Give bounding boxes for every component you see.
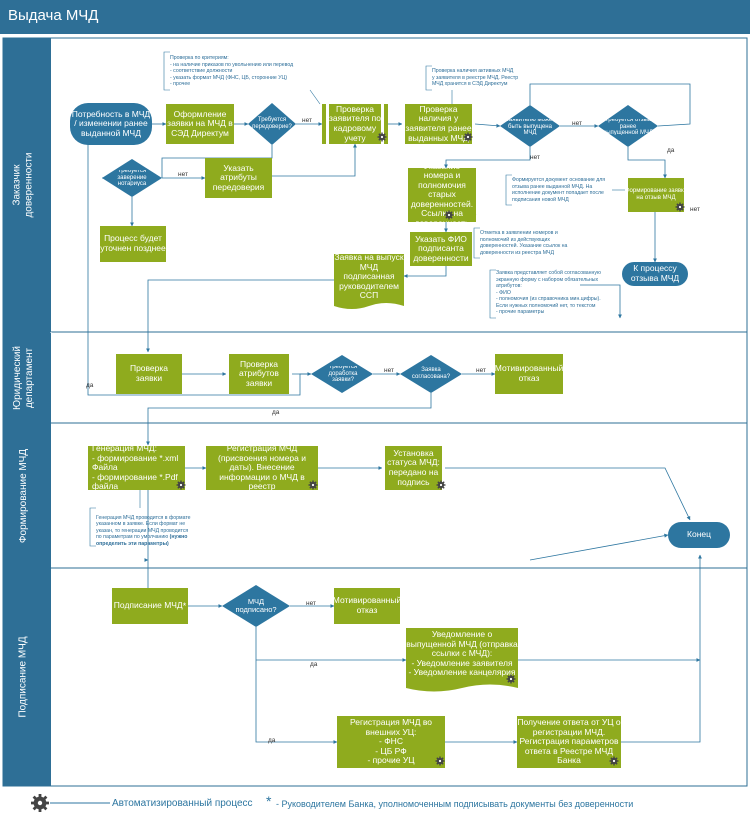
title-bar: Выдача МЧД	[0, 0, 750, 34]
gear-icon	[308, 480, 318, 490]
edge-label-net-4: нет	[530, 154, 540, 161]
edge-label-net-3: нет	[572, 120, 582, 127]
node-podpisanie: Подписание МЧД*	[112, 588, 188, 624]
node-ukazat-atributy: Указать атрибуты передоверия	[205, 158, 272, 198]
edge-label-net-5: нет	[690, 206, 700, 213]
decision-podpisano	[222, 585, 290, 627]
node-proverka-atributov: Проверка атрибутов заявки	[226, 354, 292, 394]
legend-star: *	[266, 793, 272, 809]
decision-otziv	[598, 105, 658, 147]
node-start: Потребность в МЧД / изменении ранее выда…	[70, 103, 152, 145]
edge-label-net-2: нет	[178, 171, 188, 178]
note-generaciya: Генерация МЧД проводится в формате указа…	[96, 514, 191, 547]
node-d-notarius-label: Требуется заверение нотариуса	[117, 170, 147, 186]
gear-icon	[463, 132, 473, 142]
note-kriterii: Проверка по критериям: - на наличие прик…	[170, 55, 294, 87]
decision-zayavitel	[500, 105, 560, 147]
connectors	[70, 83, 702, 744]
lane-label-formir: Формирование МЧД	[18, 448, 29, 543]
node-konec: Конец	[668, 522, 730, 548]
node-ustanovka-statusa: Установка статуса МЧД: передано на подпи…	[382, 446, 445, 490]
node-d-podpisano-label: МЧД подписано?	[235, 596, 277, 614]
node-generaciya: Генерация МЧД: - формирование *.xml Файл…	[88, 446, 185, 490]
node-proverka-nalichiya: Проверка наличия у заявителя ранее выдан…	[402, 104, 475, 144]
edge-label-net-8: нет	[306, 600, 316, 607]
gear-icon	[377, 132, 387, 142]
gear-icon	[506, 674, 516, 684]
note-otmetka: Отметка в заявлении номеров и полномочий…	[480, 230, 568, 256]
node-uvedomlenie: Уведомление о выпущенной МЧД (отправка с…	[406, 630, 518, 678]
edge-label-da-5: да	[268, 737, 276, 744]
legend-text: Автоматизированный процесс	[112, 798, 253, 809]
node-proverka-kadr: Проверка заявителя по кадровому учету	[322, 104, 388, 144]
gear-icon	[176, 480, 186, 490]
node-registraciya-vneshnih: Регистрация МЧД во внешних УЦ: - ФНС - Ц…	[337, 716, 445, 768]
node-k-processu-otziva: К процессу отзыва МЧД	[622, 262, 688, 286]
edge-label-da-4: да	[310, 661, 318, 668]
node-ukazanie-nomera: Указание номера и полномочия старых дове…	[408, 168, 476, 222]
gear-icon	[609, 756, 619, 766]
lane-label-zakazchik: Заказчик доверенности	[12, 152, 35, 218]
node-registraciya: Регистрация МЧД (присвоения номера и дат…	[206, 446, 318, 490]
note-osnovanie: Формируется документ основание для отзыв…	[512, 177, 606, 203]
legend-gear-icon	[31, 794, 49, 812]
node-d-soglasovana-label: Заявка согласована?	[411, 367, 451, 380]
page-title: Выдача МЧД	[8, 7, 99, 24]
gear-icon	[444, 210, 454, 220]
doc-uvedomlenie	[406, 628, 518, 692]
node-d-peredover-label: Требуется передоверие?	[252, 117, 292, 130]
lane-label-bg	[3, 38, 51, 786]
node-poluchenie-otveta: Получение ответа от УЦ о регистрации МЧД…	[517, 716, 621, 768]
node-motiv-otkaz-2: Мотивированный отказ	[334, 588, 400, 624]
lane-label-podpis: Подписание МЧД	[18, 636, 29, 718]
edge-label-da-1: да	[667, 147, 675, 154]
legend-line	[50, 802, 110, 804]
legend-note: - Руководителем Банка, уполномоченным по…	[276, 799, 634, 809]
node-d-dorabotka-label: Требуется доработка заявки?	[328, 366, 358, 382]
edge-label-net-6: нет	[384, 367, 394, 374]
node-d-otziv-label: Требуется отзыв ранее выпущенной МЧД	[603, 119, 653, 135]
node-process-utochnen: Процесс будет уточнен позднее	[100, 226, 166, 262]
gear-icon	[675, 202, 685, 212]
note-zayavka: Заявка представляет собой согласованную …	[496, 270, 601, 315]
node-zayavka-doc: Заявка на выпуск МЧД подписанная руковод…	[334, 254, 404, 300]
edge-label-net-1: нет	[302, 117, 312, 124]
note-nalichie: Проверка наличия активных МЧД у заявител…	[432, 68, 519, 87]
edge-label-da-2: да	[86, 382, 94, 389]
doc-zayavka	[334, 254, 404, 309]
decision-soglasovana	[400, 355, 462, 393]
decision-peredover	[248, 103, 296, 145]
gear-icon	[436, 480, 446, 490]
lanes-frame	[2, 37, 748, 787]
node-d-zayavitel-label: Заявителю может быть выпущена МЧД	[505, 119, 555, 135]
node-motiv-otkaz-1: Мотивированный отказ	[495, 354, 563, 394]
node-oformlenie: Оформление заявки на МЧД в СЭД Директум	[166, 104, 234, 144]
edge-label-net-7: нет	[476, 367, 486, 374]
note-brackets	[89, 51, 625, 547]
decision-dorabotka	[311, 355, 373, 393]
node-ukazat-fio: Указать ФИО подписанта доверенности	[410, 232, 472, 266]
lane-label-yurid: Юридический департамент	[12, 345, 35, 410]
gear-icon	[435, 756, 445, 766]
node-proverka-zayavki: Проверка заявки	[116, 354, 182, 394]
edge-label-da-3: да	[272, 409, 280, 416]
